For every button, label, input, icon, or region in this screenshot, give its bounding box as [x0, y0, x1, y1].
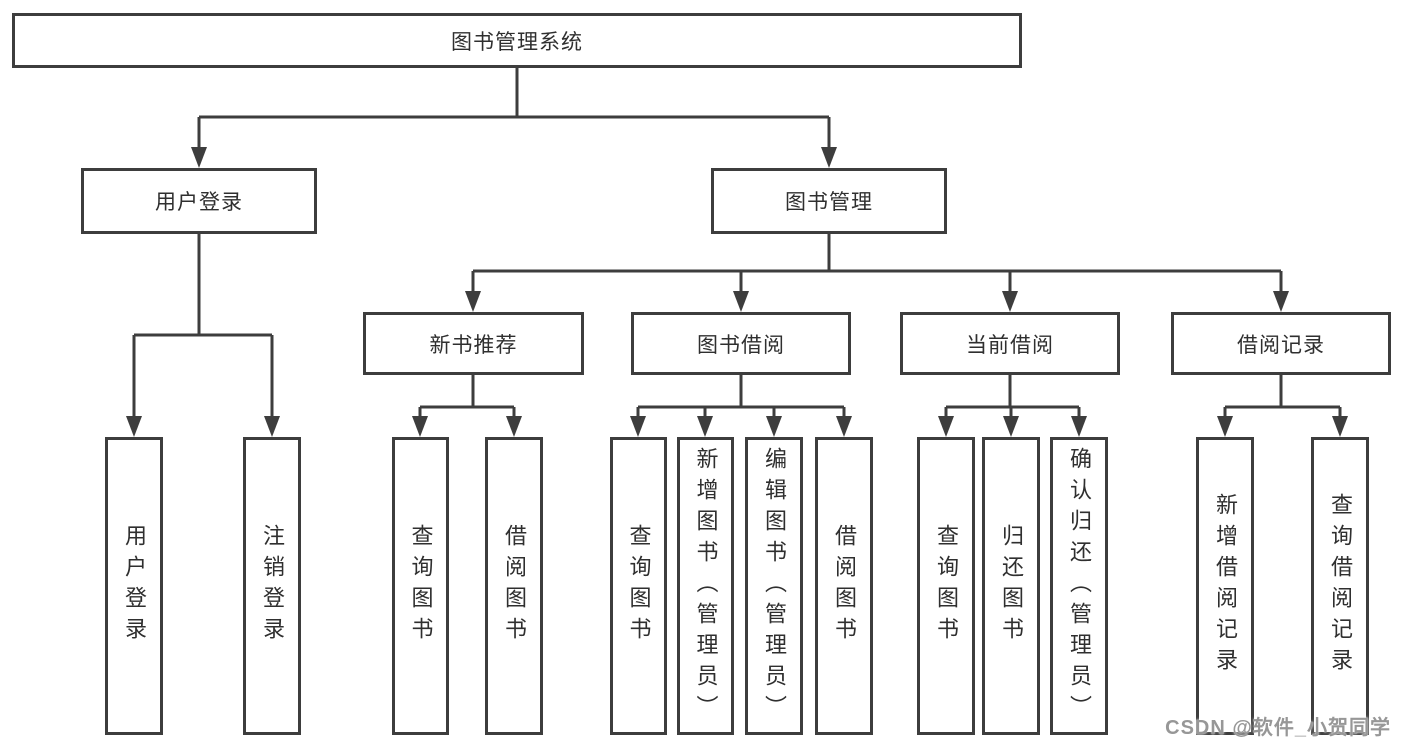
node-borrow-records: 借阅记录 [1171, 312, 1391, 375]
node-new-book-recommend: 新书推荐 [363, 312, 584, 375]
leaf-confirm-return-admin: 确认归还（管理员） [1050, 437, 1108, 735]
node-label: 归还图书 [999, 524, 1024, 648]
node-label: 编辑图书（管理员） [762, 446, 787, 726]
node-current-borrow: 当前借阅 [900, 312, 1120, 375]
node-book-management-branch: 图书管理 [711, 168, 947, 234]
node-label: 新增图书（管理员） [693, 446, 719, 726]
leaf-query-books-borrow: 查询图书 [610, 437, 667, 735]
leaf-edit-book-admin: 编辑图书（管理员） [745, 437, 803, 735]
node-label: 查询借阅记录 [1328, 493, 1353, 679]
node-label: 查询图书 [408, 524, 434, 648]
node-label: 用户登录 [122, 524, 147, 648]
node-label: 确认归还（管理员） [1067, 446, 1092, 726]
leaf-query-books-current: 查询图书 [917, 437, 975, 735]
node-user-login-branch: 用户登录 [81, 168, 317, 234]
leaf-borrow-books: 借阅图书 [815, 437, 873, 735]
node-label: 借阅记录 [1237, 333, 1325, 357]
node-label: 新增借阅记录 [1213, 493, 1238, 679]
node-label: 查询图书 [626, 524, 652, 648]
node-label: 图书管理 [785, 191, 873, 214]
leaf-query-borrow-record: 查询借阅记录 [1311, 437, 1369, 735]
leaf-user-login: 用户登录 [105, 437, 163, 735]
node-book-borrow: 图书借阅 [631, 312, 851, 375]
node-label: 新书推荐 [429, 333, 518, 357]
leaf-logout: 注销登录 [243, 437, 301, 735]
node-label: 图书借阅 [697, 333, 785, 357]
leaf-add-book-admin: 新增图书（管理员） [677, 437, 734, 735]
leaf-return-books: 归还图书 [982, 437, 1040, 735]
node-label: 借阅图书 [832, 524, 857, 648]
node-label: 查询图书 [934, 524, 959, 648]
node-label: 注销登录 [260, 524, 285, 648]
leaf-query-books-recommend: 查询图书 [392, 437, 449, 735]
csdn-watermark: CSDN @软件_小贺同学 [1165, 717, 1391, 739]
node-library-management-system: 图书管理系统 [12, 13, 1022, 68]
leaf-add-borrow-record: 新增借阅记录 [1196, 437, 1254, 735]
leaf-borrow-books-recommend: 借阅图书 [485, 437, 543, 735]
node-label: 用户登录 [155, 191, 243, 214]
node-label: 当前借阅 [966, 333, 1054, 357]
node-label: 借阅图书 [502, 524, 527, 648]
node-label: 图书管理系统 [451, 30, 583, 54]
